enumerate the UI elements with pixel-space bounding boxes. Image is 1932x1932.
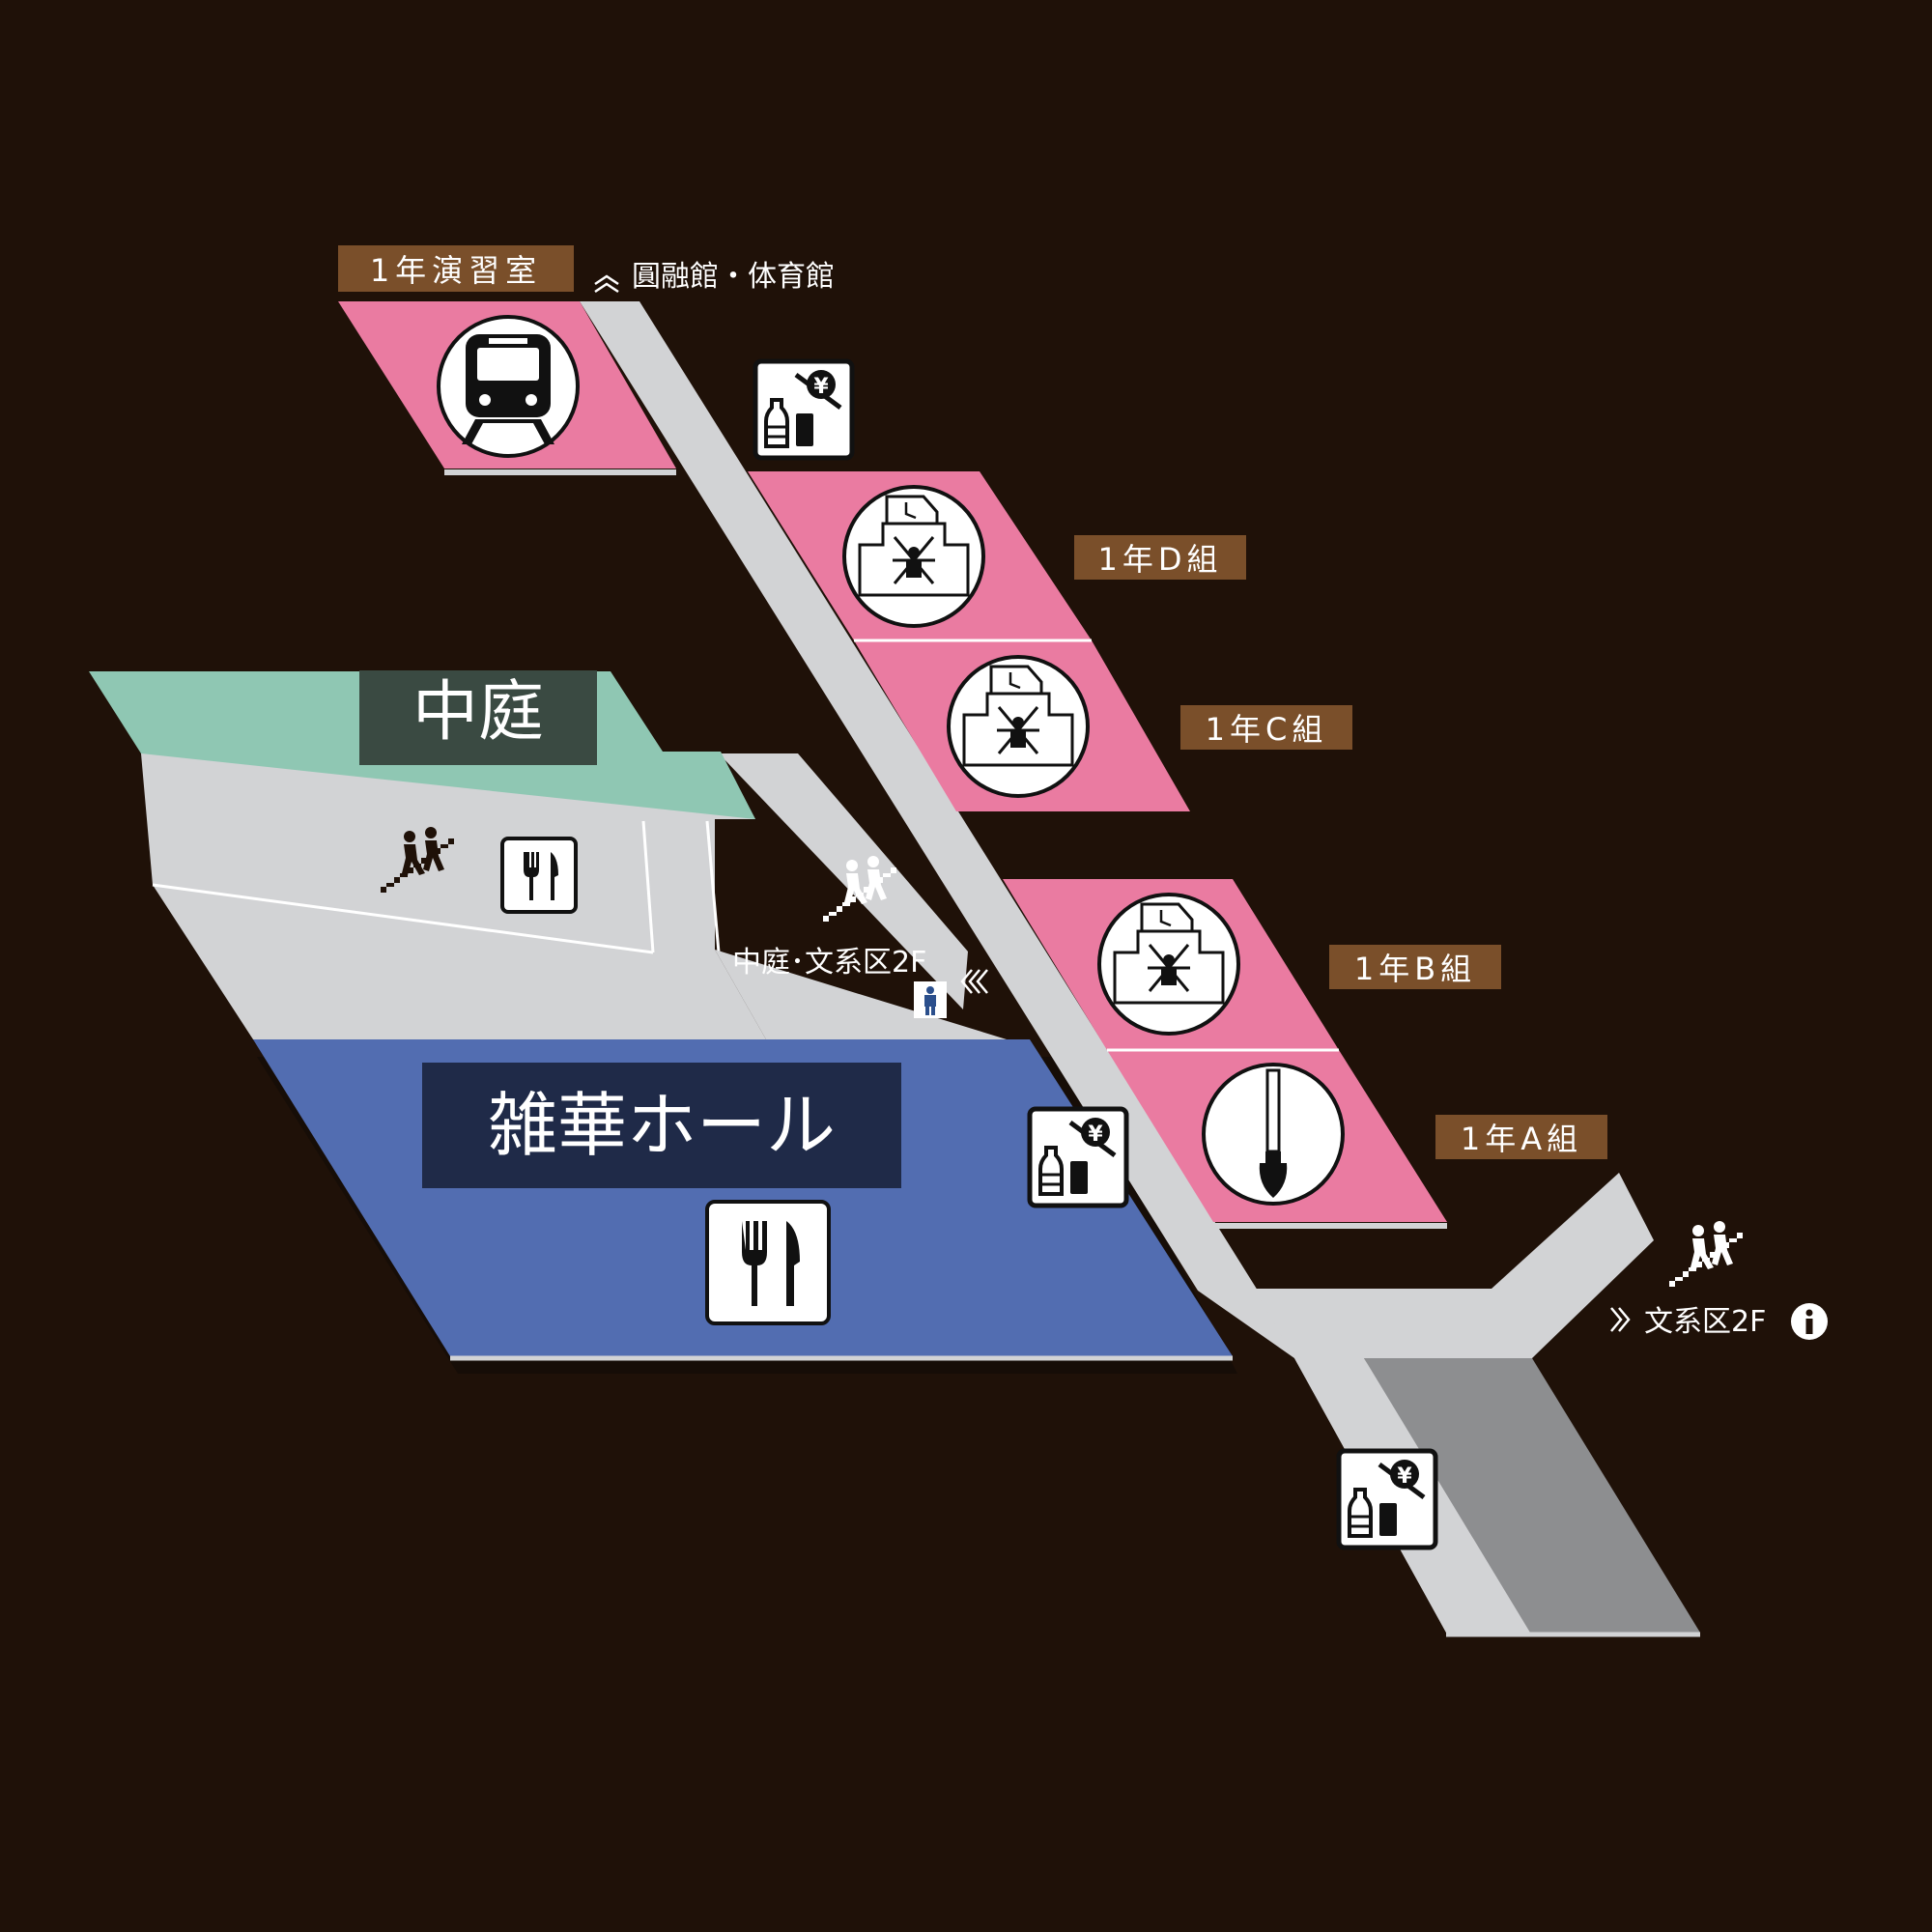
restaurant-icon <box>705 1200 831 1325</box>
label-a: 1年A組 <box>1461 1121 1582 1157</box>
direction-left-icon <box>960 969 988 994</box>
corridor-link-hall[interactable] <box>715 950 1030 1039</box>
label-d-bg <box>1074 535 1246 580</box>
class-event-icon <box>1097 893 1240 1036</box>
label-seminar-bg <box>338 245 574 292</box>
label-c-bg <box>1180 705 1352 750</box>
hall-title-box <box>422 1063 901 1188</box>
direction-top-text: 圓融館・体育館 <box>632 260 835 294</box>
direction-up-icon <box>594 274 619 294</box>
vending-icon[interactable]: ¥ <box>1030 1109 1126 1206</box>
direction-right-icon <box>1610 1307 1631 1332</box>
east-corridor[interactable] <box>1254 1173 1654 1358</box>
courtyard-title-box <box>359 670 597 765</box>
info-icon[interactable] <box>1791 1303 1828 1340</box>
train-icon <box>437 315 580 458</box>
label-d: 1年D組 <box>1097 541 1222 578</box>
vending-icon[interactable]: ¥ <box>755 361 852 458</box>
vending-icon[interactable]: ¥ <box>1339 1451 1435 1548</box>
svg-text:¥: ¥ <box>813 375 829 399</box>
south-corridor-dark <box>1364 1358 1700 1633</box>
direction-center-text: 中庭･文系区2F <box>732 946 926 980</box>
restaurant-icon <box>500 837 578 914</box>
main-corridor[interactable] <box>580 301 1505 1633</box>
hall-title: 雑華ホール <box>488 1085 836 1166</box>
paintbrush-icon <box>1202 1063 1345 1206</box>
west-wing[interactable] <box>141 753 766 1039</box>
label-a-bg <box>1435 1115 1607 1159</box>
svg-text:¥: ¥ <box>1088 1122 1103 1147</box>
label-c: 1年C組 <box>1206 711 1328 748</box>
label-b: 1年B組 <box>1354 951 1476 987</box>
svg-text:¥: ¥ <box>1397 1464 1412 1489</box>
restroom-icon <box>914 981 947 1018</box>
label-b-bg <box>1329 945 1501 989</box>
connector-corridor[interactable] <box>719 753 968 1009</box>
label-seminar: 1年演習室 <box>370 252 542 289</box>
direction-right-text: 文系区2F <box>1644 1305 1766 1339</box>
class-event-icon <box>947 655 1090 798</box>
courtyard-title: 中庭 <box>412 674 544 751</box>
class-event-icon <box>842 485 985 628</box>
stairs-icon <box>1669 1221 1743 1287</box>
